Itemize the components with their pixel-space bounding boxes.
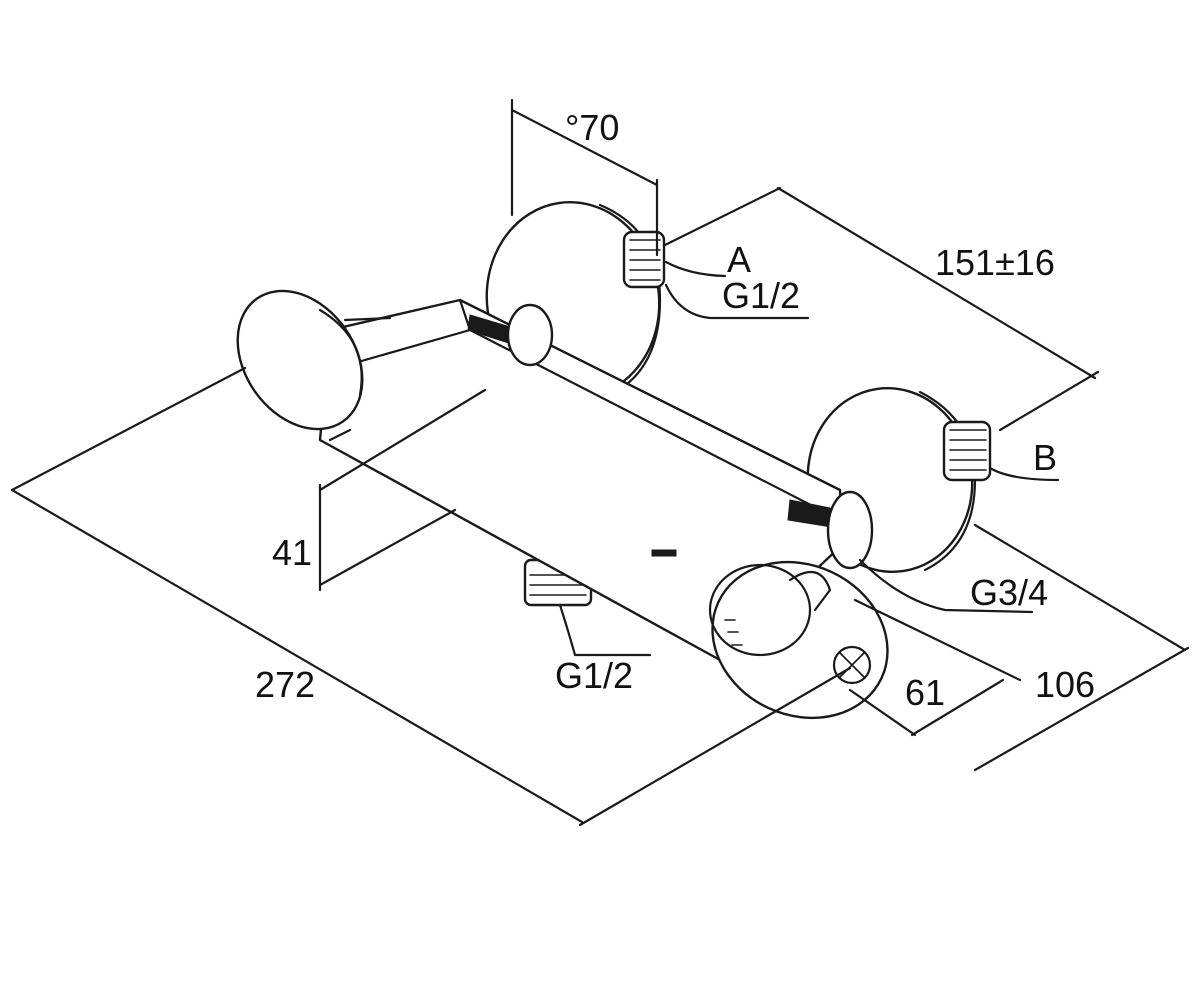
- dim-diameter-lines: [510, 98, 659, 257]
- label-dim-diameter: °70: [565, 107, 619, 148]
- nut-left: [467, 303, 554, 367]
- inlet-fitting-b: [942, 420, 992, 482]
- label-dim-depth-outer: 106: [1035, 664, 1095, 705]
- leader-thread-a: [664, 283, 810, 320]
- nut-right: [787, 490, 874, 570]
- label-dim-length: 272: [255, 664, 315, 705]
- control-knob: [708, 560, 889, 720]
- label-port-b: B: [1033, 437, 1057, 478]
- label-dim-depth-inner: 61: [905, 672, 945, 713]
- logo-mark: [651, 549, 677, 557]
- label-dim-width: 151±16: [935, 242, 1055, 283]
- dim-height-lines: [318, 388, 487, 592]
- label-port-a: A: [727, 239, 751, 280]
- left-handle: [236, 289, 392, 442]
- leader-thread-b: [858, 558, 1034, 614]
- inlet-fitting-a: [622, 230, 666, 289]
- label-thread-b: G3/4: [970, 572, 1048, 613]
- leader-a: [664, 260, 727, 278]
- dim-depth-inner-lines: [848, 678, 1005, 737]
- dim-depth-outer-lines: [853, 523, 1190, 772]
- dim-width-lines: [663, 186, 1100, 432]
- dim-length-lines: [10, 366, 852, 827]
- leader-b: [988, 466, 1060, 482]
- label-thread-outlet: G1/2: [555, 655, 633, 696]
- leader-outlet: [558, 603, 652, 657]
- label-dim-height: 41: [272, 532, 312, 573]
- label-thread-a: G1/2: [722, 275, 800, 316]
